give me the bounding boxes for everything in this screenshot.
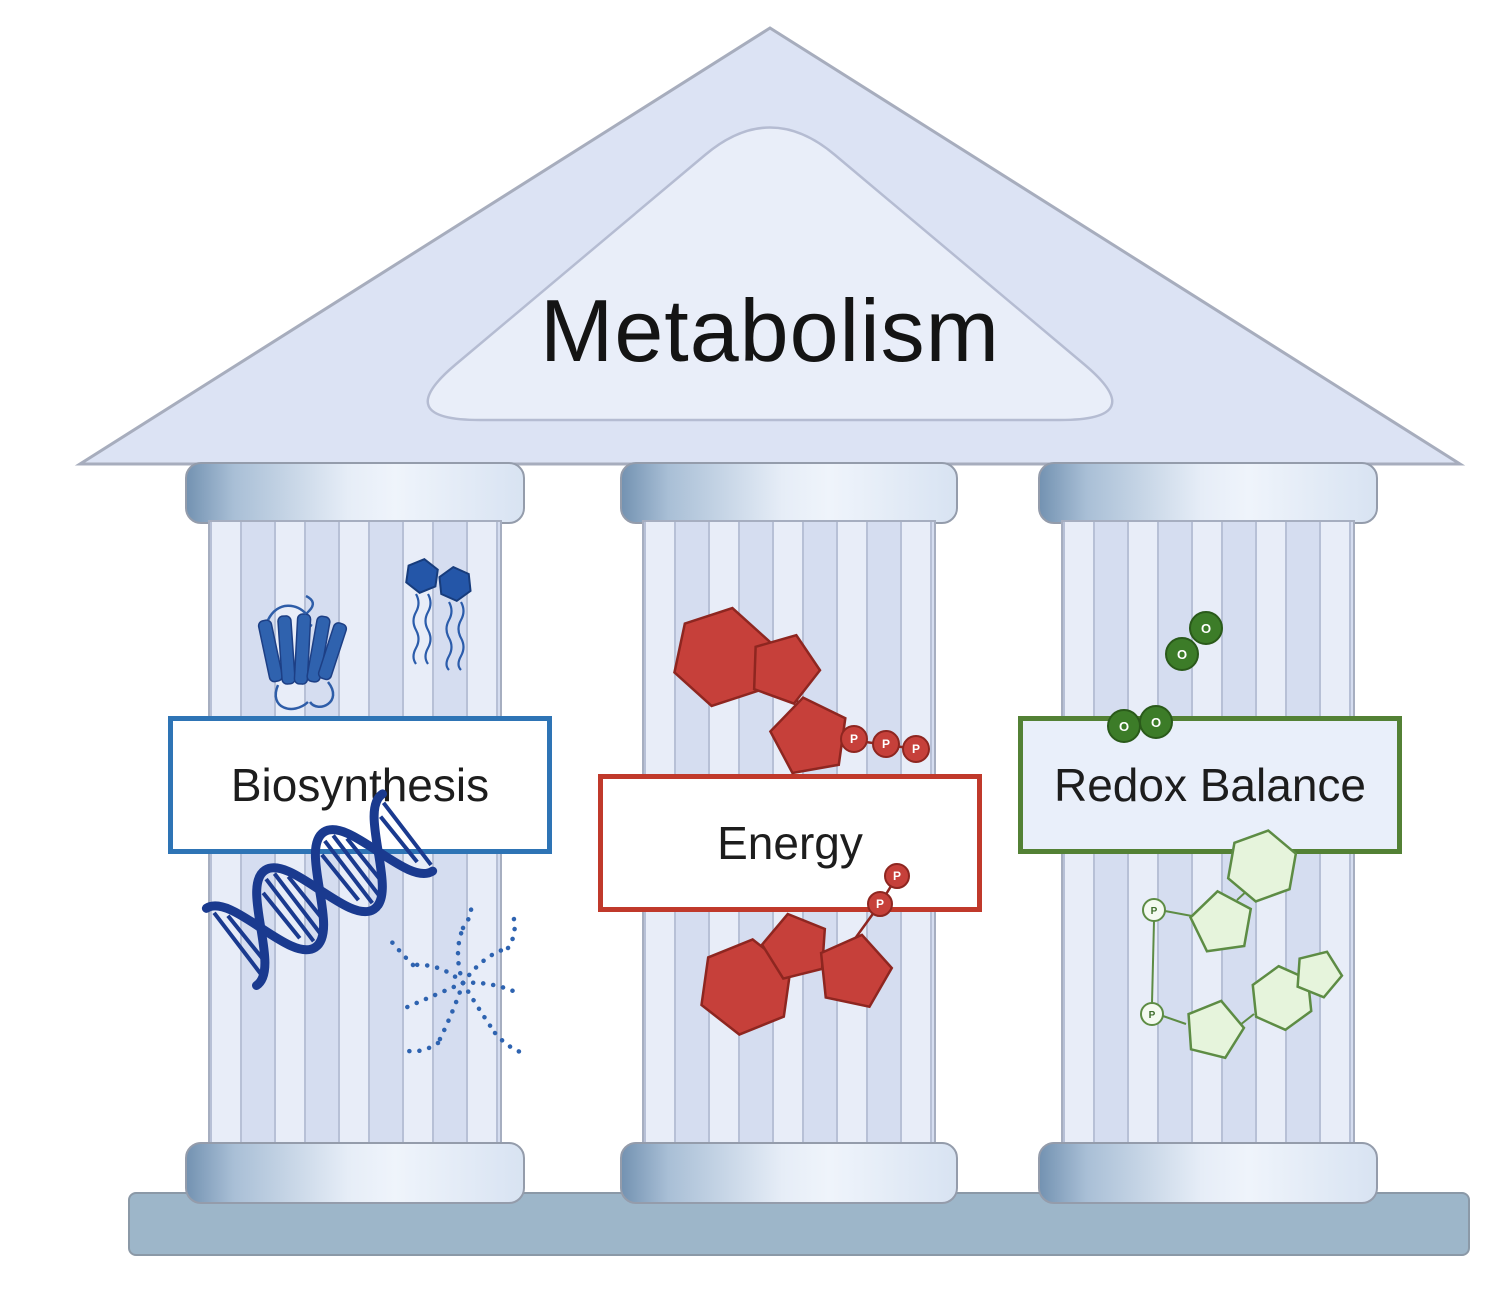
oxygen-o-label: O: [1201, 621, 1211, 636]
phosphate-p-label: P: [850, 732, 858, 746]
oxygen-o-label: O: [1151, 715, 1161, 730]
oxygen-atom: [1139, 705, 1173, 739]
oxygen-o-label: O: [1177, 647, 1187, 662]
phosphate-p-label: P: [882, 737, 890, 751]
phosphate-group: [1140, 1002, 1164, 1026]
nadph-bonds: [1151, 887, 1255, 1026]
oxygen-atom: [1189, 611, 1223, 645]
pediment-inner-plaque: [426, 126, 1114, 422]
pillar-label-biosynthesis-text: Biosynthesis: [230, 759, 490, 811]
nadph-ring: [1180, 994, 1248, 1060]
glycogen-branches: [388, 898, 526, 1056]
phosphate-p-label: P: [893, 869, 901, 883]
nadph-ring: [1187, 887, 1255, 953]
column-base-energy: [620, 1142, 958, 1204]
oxygen-atom: [1165, 637, 1199, 671]
column-capital-redox: [1038, 462, 1378, 524]
phosphate-group: [884, 863, 910, 889]
pillar-label-redox-balance: Redox Balance: [1018, 716, 1402, 854]
phospholipid-icon: [392, 552, 492, 671]
pediment: [74, 26, 1466, 466]
lipid-tails: [412, 593, 465, 671]
phosphate-p-label: P: [876, 897, 884, 911]
pillar-label-redox-balance-text: Redox Balance: [1054, 759, 1366, 811]
phosphate-p-label: P: [1151, 906, 1158, 917]
phosphate-group: [867, 891, 893, 917]
phosphate-group: [872, 730, 900, 758]
phosphate-group: [840, 725, 868, 753]
phosphate-p-label: P: [912, 742, 920, 756]
adp-icon: P P: [676, 863, 946, 1092]
protein-loop: [266, 604, 307, 621]
dna-double-helix-icon: [192, 768, 460, 1005]
protein-barrel-strands: [257, 613, 348, 685]
diagram-title: Metabolism: [540, 281, 1000, 380]
column-base-biosynthesis: [185, 1142, 525, 1204]
nadph-icon: P P: [1140, 818, 1332, 1088]
phosphate-group: [902, 735, 930, 763]
column-capital-energy: [620, 462, 958, 524]
nadph-ring: [1225, 825, 1299, 907]
dna-strands: [201, 789, 438, 990]
atp-icon: P P P: [658, 593, 930, 783]
oxygen-molecule-icon: O O: [1107, 705, 1173, 743]
column-base-redox: [1038, 1142, 1378, 1204]
pillar-label-energy-text: Energy: [717, 817, 863, 869]
oxygen-molecule-icon: O O: [1165, 611, 1223, 671]
pillar-label-biosynthesis: Biosynthesis: [168, 716, 552, 854]
pillar-label-energy: Energy: [598, 774, 982, 912]
phosphate-group: [1142, 898, 1166, 922]
column-capital-biosynthesis: [185, 462, 525, 524]
glycogen-icon: [388, 898, 526, 1056]
lipid-head: [439, 566, 472, 603]
protein-loop: [308, 681, 335, 708]
protein-loop: [274, 684, 309, 711]
protein-icon: [257, 594, 348, 711]
phosphate-p-label: P: [1149, 1010, 1156, 1021]
oxygen-o-label: O: [1119, 719, 1129, 734]
lipid-head: [405, 557, 439, 595]
ribose-ring: [766, 691, 853, 775]
